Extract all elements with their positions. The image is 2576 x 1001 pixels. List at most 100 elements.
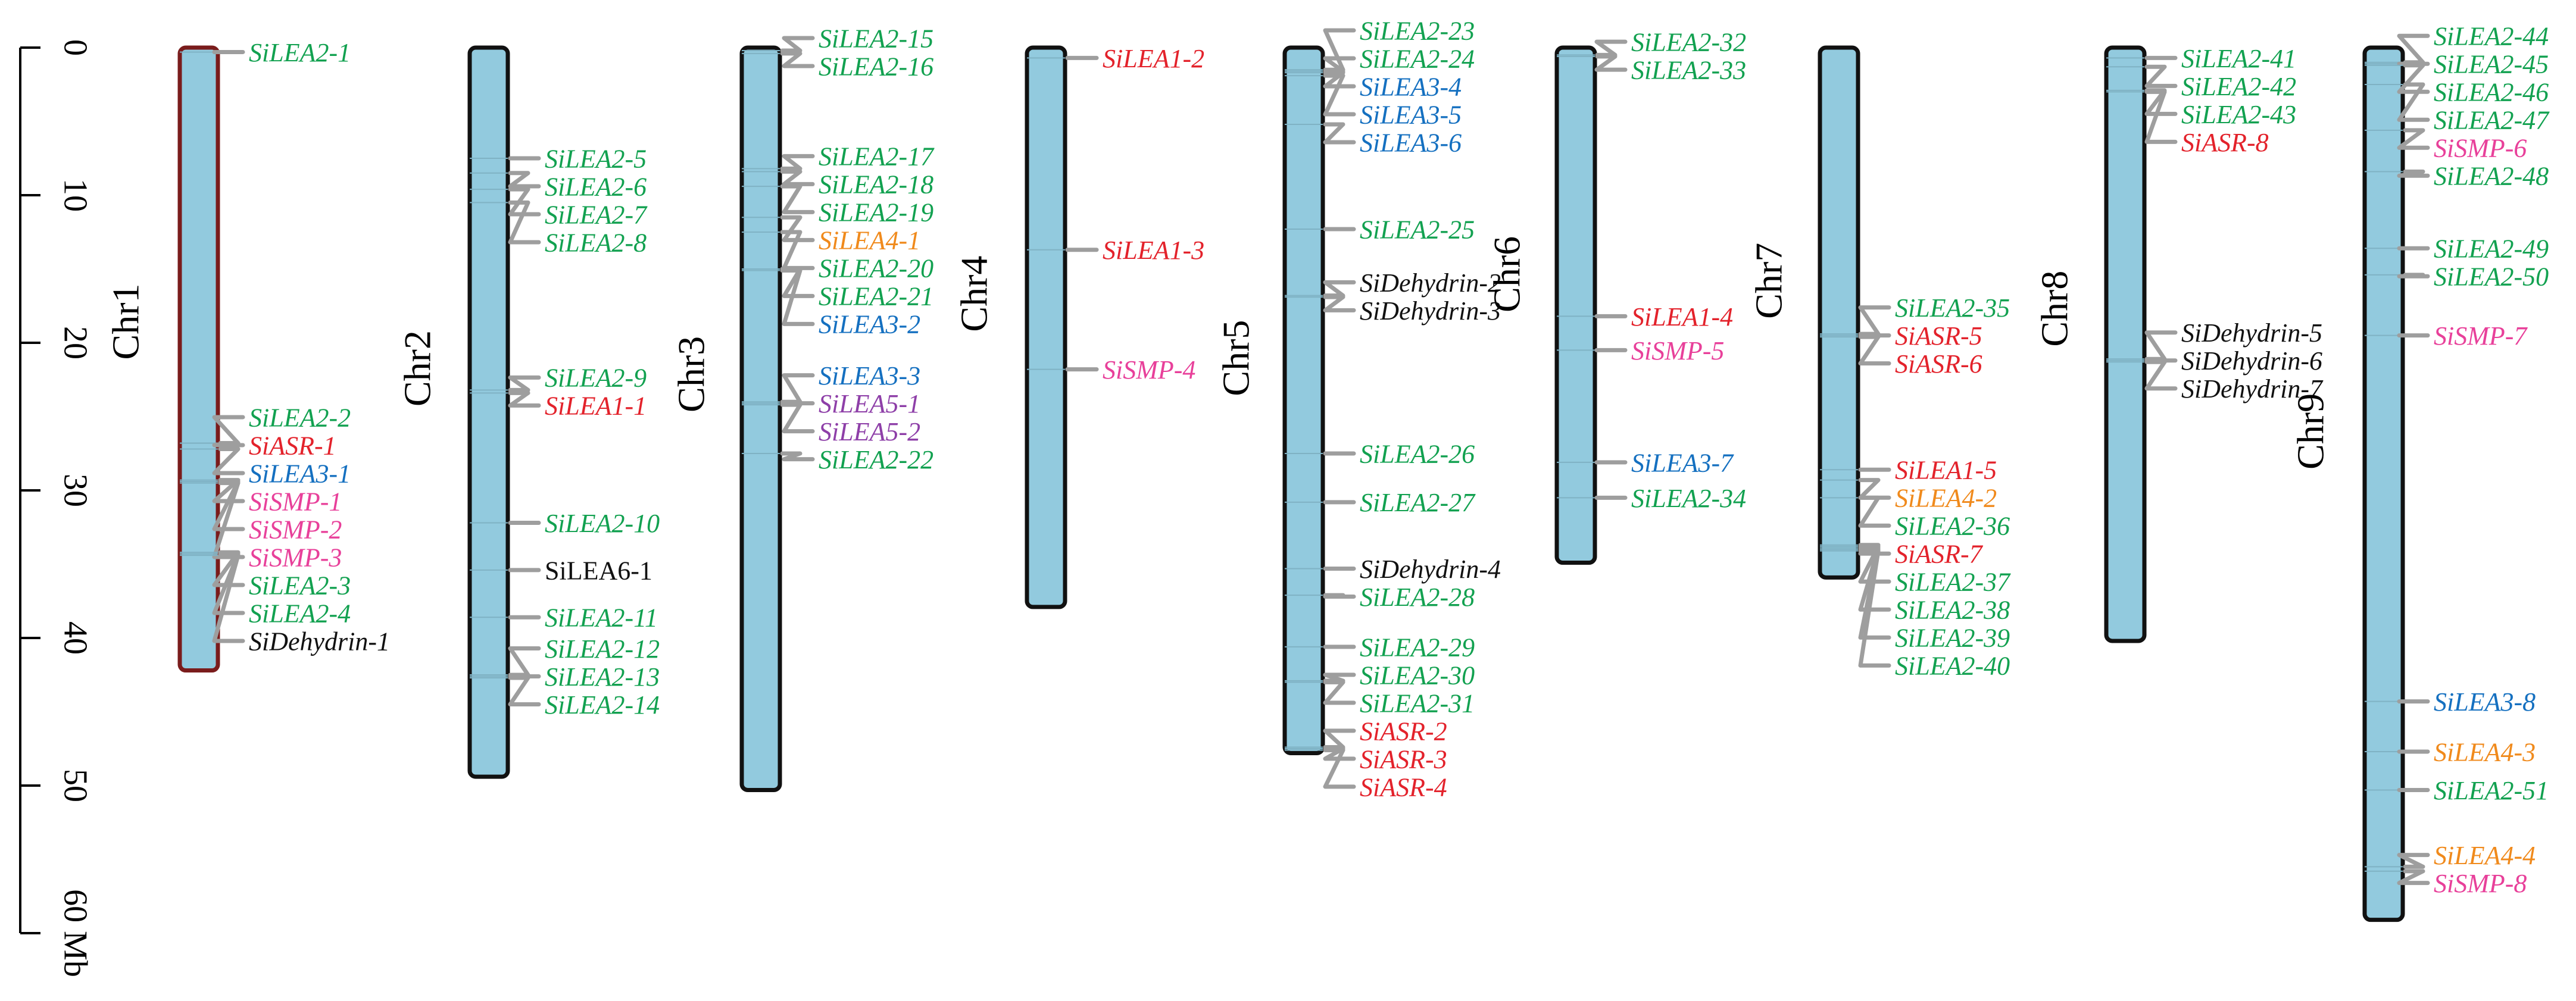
gene-label: SiASR-3 — [1360, 745, 1447, 774]
gene-connector — [212, 447, 245, 476]
gene-label: SiLEA2-10 — [545, 509, 660, 538]
scale-tick-label: 40 — [57, 621, 93, 655]
gene-label: SiLEA2-45 — [2434, 50, 2549, 79]
gene-label: SiLEA2-12 — [545, 634, 660, 664]
gene-label: SiLEA3-5 — [1360, 100, 1462, 129]
gene-label: SiDehydrin-5 — [2181, 318, 2322, 348]
gene-connector — [1323, 73, 1356, 117]
gene-label: SiLEA2-31 — [1360, 689, 1475, 718]
gene-label: SiDehydrin-6 — [2181, 346, 2322, 376]
gene-label: SiLEA5-1 — [819, 389, 920, 418]
chromosome-chr8[interactable]: Chr8SiLEA2-41SiLEA2-42SiLEA2-43SiASR-8Si… — [2033, 44, 2324, 643]
gene-label: SiASR-8 — [2181, 128, 2269, 157]
gene-label: SiASR-4 — [1360, 772, 1447, 802]
gene-label: SiLEA3-6 — [1360, 128, 1462, 157]
chromosome-bar[interactable] — [1025, 45, 1067, 609]
gene-connector — [2397, 63, 2430, 94]
gene-connector — [780, 154, 815, 171]
chromosome-bar[interactable] — [1554, 45, 1597, 565]
gene-label: SiLEA2-46 — [2434, 78, 2549, 107]
gene-connector — [1323, 672, 1356, 683]
gene-connector — [508, 375, 541, 392]
gene-label: SiASR-7 — [1895, 540, 1984, 569]
chromosome-bar[interactable] — [2362, 45, 2405, 922]
gene-label: SiLEA2-11 — [545, 603, 658, 633]
gene-label: SiSMP-2 — [249, 515, 342, 544]
gene-connector — [2144, 89, 2178, 144]
gene-connector — [780, 268, 815, 326]
scale-tick-label: 20 — [57, 326, 93, 359]
gene-connector — [508, 171, 541, 189]
gene-connector — [1323, 122, 1356, 145]
gene-label: SiLEA2-36 — [1895, 512, 2010, 541]
gene-connector — [2397, 128, 2430, 150]
chromosome-name: Chr5 — [1214, 320, 1257, 396]
gene-connector — [2397, 869, 2430, 886]
gene-connector — [1323, 280, 1356, 298]
gene-label: SiLEA2-27 — [1360, 488, 1476, 517]
gene-connector — [212, 441, 245, 448]
chromosome-chr9[interactable]: Chr9SiLEA2-44SiLEA2-45SiLEA2-46SiLEA2-47… — [2289, 22, 2550, 922]
gene-label: SiLEA2-15 — [819, 24, 933, 53]
gene-connector — [1858, 305, 1891, 336]
gene-label: SiSMP-5 — [1631, 336, 1724, 365]
scale-tick-label: 30 — [57, 474, 93, 507]
chromosome-chr1[interactable]: Chr1SiLEA2-1SiLEA2-2SiASR-1SiLEA3-1SiSMP… — [104, 38, 390, 673]
gene-label: SiLEA3-1 — [249, 459, 351, 488]
chromosome-name: Chr2 — [396, 330, 438, 406]
chromosome-bar[interactable] — [1818, 45, 1860, 580]
chromosome-chr5[interactable]: Chr5SiLEA2-23SiLEA2-24SiLEA3-4SiLEA3-5Si… — [1214, 16, 1501, 802]
gene-connector — [508, 675, 541, 706]
gene-connector — [2397, 82, 2430, 122]
gene-connector — [780, 169, 815, 186]
chromosome-bar[interactable] — [739, 45, 782, 792]
gene-label: SiSMP-8 — [2434, 869, 2527, 898]
gene-connector — [780, 184, 815, 214]
gene-connector — [780, 373, 815, 404]
gene-label: SiLEA2-44 — [2434, 22, 2549, 51]
gene-connector — [2144, 359, 2178, 391]
gene-label: SiSMP-4 — [1103, 355, 1195, 384]
chromosome-bar[interactable] — [2104, 45, 2147, 643]
gene-label: SiLEA3-4 — [1360, 72, 1462, 101]
gene-connector — [780, 402, 815, 434]
gene-label: SiLEA2-34 — [1631, 484, 1746, 513]
chromosome-bar[interactable] — [467, 45, 510, 779]
chromosome-name: Chr9 — [2289, 393, 2331, 470]
gene-label: SiSMP-3 — [249, 543, 342, 572]
gene-label: SiLEA2-9 — [545, 364, 647, 393]
chromosome-chr2[interactable]: Chr2SiLEA2-5SiLEA2-6SiLEA2-7SiLEA2-8SiLE… — [396, 45, 660, 779]
chromosome-chr6[interactable]: Chr6SiLEA2-32SiLEA2-33SiLEA1-4SiSMP-5SiL… — [1485, 28, 1746, 565]
chromosome-chr3[interactable]: Chr3SiLEA2-15SiLEA2-16SiLEA2-17SiLEA2-18… — [670, 24, 935, 792]
gene-label: SiLEA2-8 — [545, 228, 647, 257]
gene-label: SiDehydrin-7 — [2181, 374, 2324, 403]
gene-label: SiLEA2-1 — [249, 38, 351, 67]
chromosome-name: Chr1 — [104, 283, 146, 359]
gene-label: SiLEA2-14 — [545, 690, 660, 720]
gene-label: SiLEA2-2 — [249, 403, 351, 432]
chromosome-set: Chr1SiLEA2-1SiLEA2-2SiASR-1SiLEA3-1SiSMP… — [104, 16, 2550, 922]
scale-unit-label: 60 Mb — [57, 889, 93, 977]
gene-label: SiSMP-1 — [249, 487, 342, 516]
gene-label: SiLEA2-18 — [819, 170, 933, 199]
gene-label: SiLEA2-51 — [2434, 776, 2549, 805]
gene-connector — [1858, 334, 1891, 366]
gene-label: SiLEA2-25 — [1360, 215, 1475, 244]
gene-connector — [1858, 549, 1891, 668]
gene-label: SiLEA2-33 — [1631, 56, 1746, 85]
gene-label: SiLEA1-1 — [545, 392, 647, 421]
gene-label: SiLEA3-3 — [819, 361, 920, 390]
scale-tick-label: 10 — [57, 179, 93, 212]
chromosome-bar[interactable] — [1282, 45, 1325, 755]
gene-connector — [2144, 64, 2178, 88]
chromosome-bar[interactable] — [177, 45, 220, 673]
gene-label: SiLEA3-7 — [1631, 448, 1734, 477]
gene-label: SiASR-1 — [249, 431, 336, 460]
chromosome-name: Chr3 — [670, 336, 712, 412]
gene-connector — [508, 200, 541, 245]
gene-label: SiLEA3-2 — [819, 310, 920, 339]
gene-connector — [1323, 728, 1356, 750]
